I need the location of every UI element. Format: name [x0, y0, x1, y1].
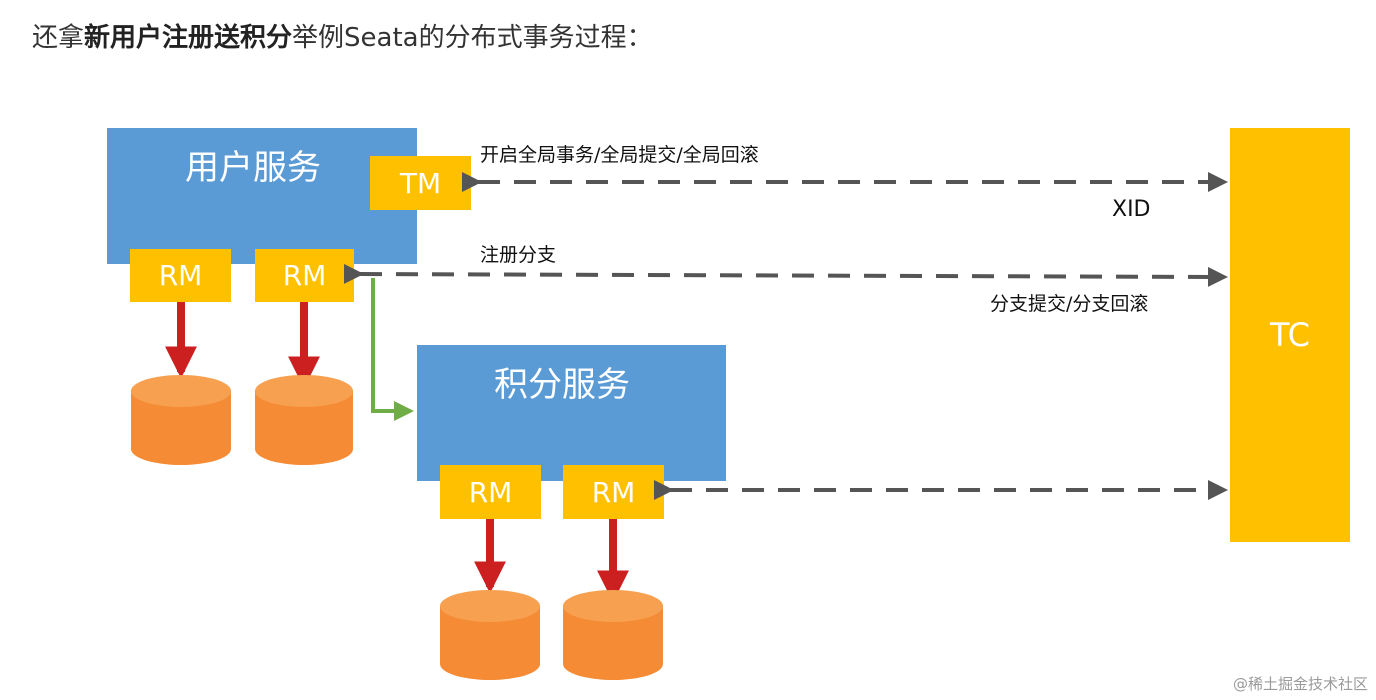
points-rm-box-2: RM — [563, 465, 664, 519]
branch-commit-label: 分支提交/分支回滚 — [990, 293, 1149, 315]
heading-bold: 新用户注册送积分 — [84, 23, 293, 53]
service-call-arrow — [371, 278, 414, 421]
heading-prefix: 还拿 — [32, 23, 85, 53]
tm-box: TM — [370, 156, 471, 210]
points-database-2 — [563, 590, 663, 680]
watermark: @稀土掘金技术社区 — [1232, 675, 1368, 693]
user-service-label: 用户服务 — [185, 148, 321, 188]
user-database-1 — [131, 375, 231, 465]
register-branch-label: 注册分支 — [480, 244, 557, 266]
user-rm-tc-arrow — [343, 263, 1228, 287]
points-service-label: 积分服务 — [494, 365, 630, 405]
points-database-1 — [440, 590, 540, 680]
user-database-2 — [255, 375, 353, 465]
user-rm-box-2: RM — [255, 249, 354, 302]
points-service-box — [417, 345, 726, 481]
tc-box: TC — [1230, 128, 1350, 542]
heading-suffix: 举例Seata的分布式事务过程： — [292, 23, 653, 53]
points-rm-box-1: RM — [440, 465, 541, 519]
xid-label: XID — [1112, 197, 1151, 222]
user-service-box — [107, 128, 417, 264]
user-rm-box-1: RM — [130, 249, 231, 302]
global-tx-label: 开启全局事务/全局提交/全局回滚 — [480, 144, 759, 166]
heading: 还拿新用户注册送积分举例Seata的分布式事务过程： — [32, 18, 653, 58]
